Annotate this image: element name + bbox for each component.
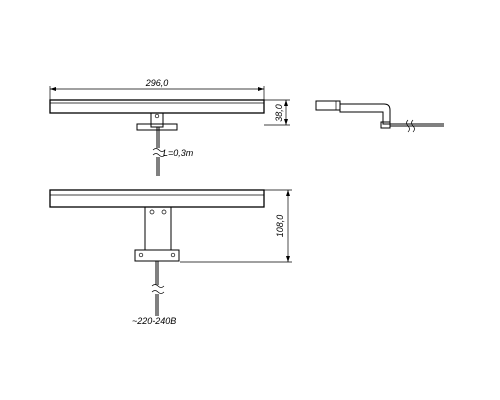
- voltage-label: ~220-240В: [132, 316, 176, 326]
- cable-top: L=0,3m: [152, 127, 194, 176]
- cable-front: ~220-240В: [132, 261, 176, 326]
- cable-length-label: L=0,3m: [163, 148, 194, 158]
- top-height-label: 38,0: [274, 104, 284, 122]
- side-view: [315, 100, 444, 133]
- front-height-dimension: 108,0: [180, 189, 292, 263]
- top-width-label: 296,0: [145, 78, 169, 88]
- front-height-label: 108,0: [275, 215, 285, 238]
- lamp-bar-front: [49, 189, 265, 208]
- lamp-bar-top: [49, 99, 265, 114]
- top-view: 296,0 L=0,3m 38,0: [49, 78, 290, 176]
- mount-bracket-front: [134, 206, 180, 262]
- front-view: ~220-240В 108,0: [49, 189, 292, 326]
- top-width-dimension: 296,0: [49, 78, 265, 100]
- top-height-dimension: 38,0: [264, 99, 290, 126]
